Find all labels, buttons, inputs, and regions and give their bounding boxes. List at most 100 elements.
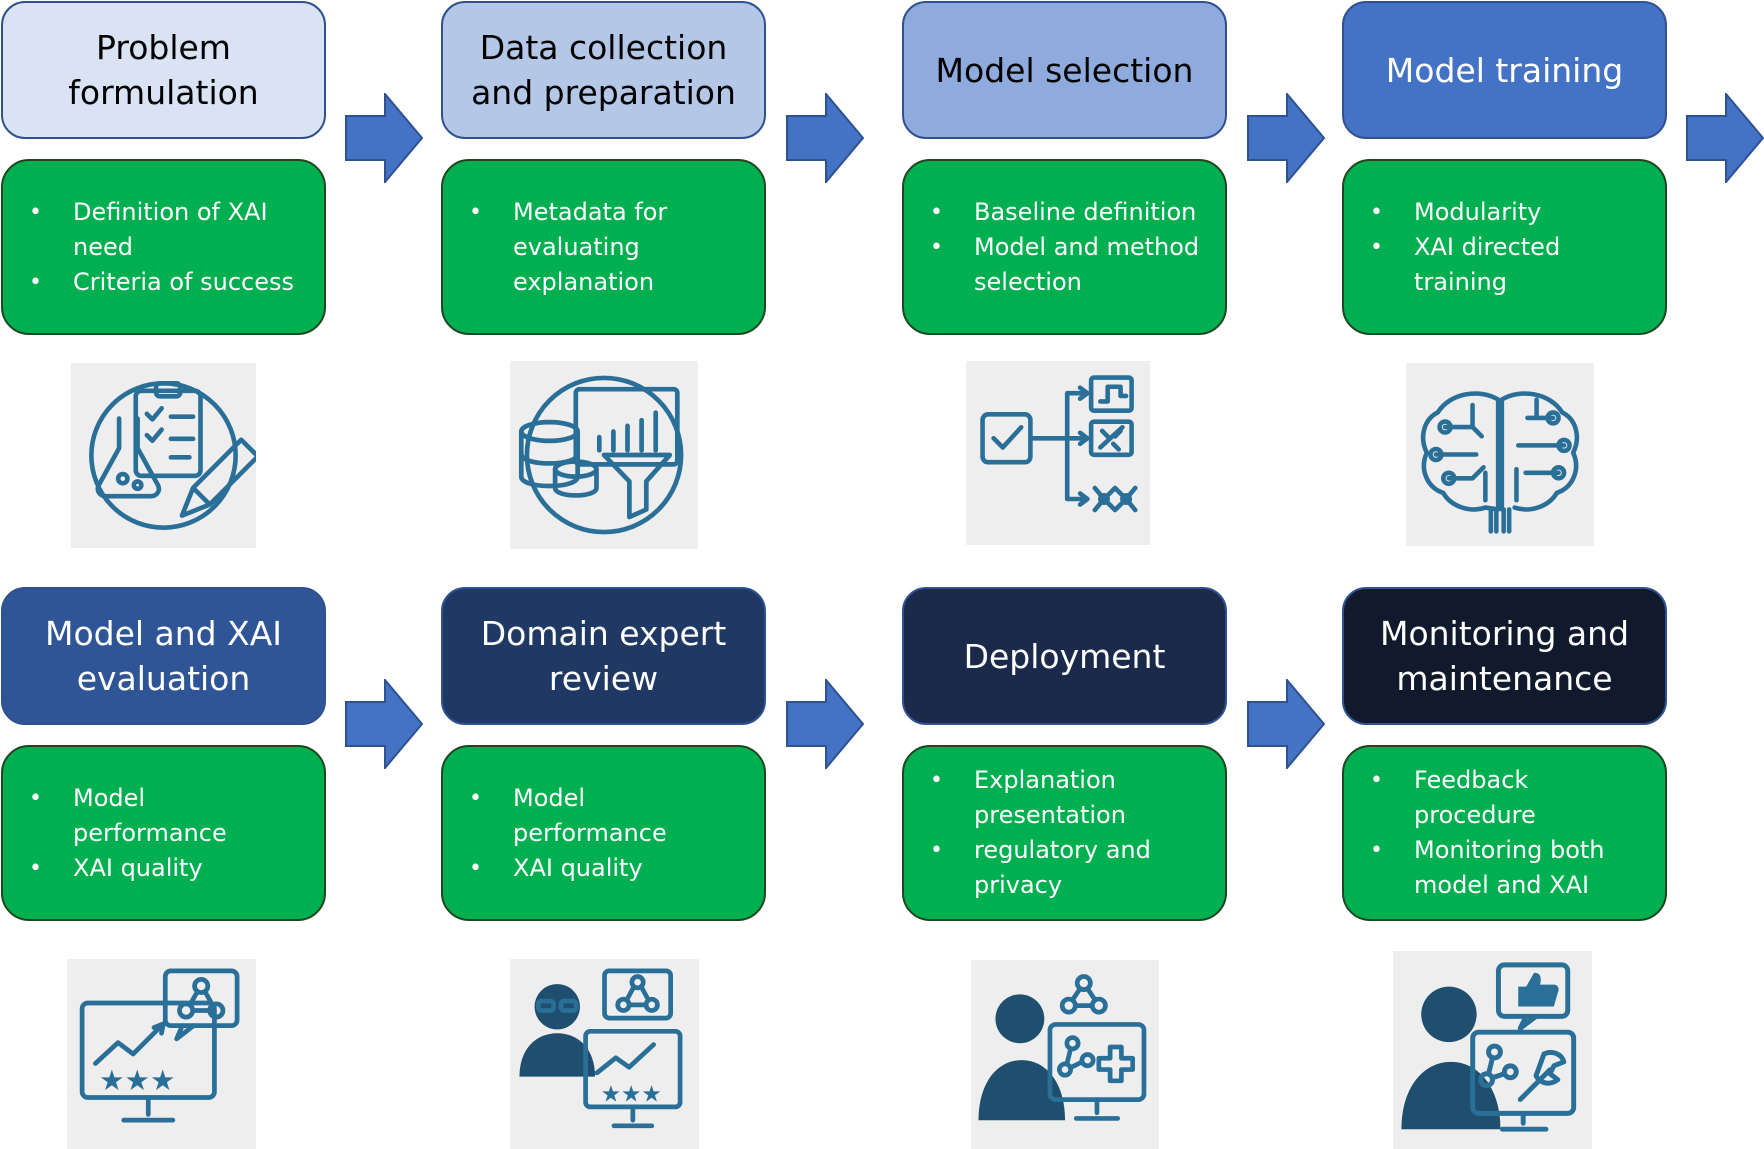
stage-title-line: Model training — [1385, 50, 1624, 90]
bullet-line: regulatory and — [974, 836, 1151, 864]
stage-title-text: Monitoring and maintenance — [1380, 611, 1629, 701]
stage-title-line: formulation — [68, 73, 259, 112]
bullet-text: Monitoring both model and XAI — [1414, 833, 1645, 903]
bullet-line: presentation — [974, 801, 1126, 829]
bullet-line: Modularity — [1414, 197, 1542, 226]
bullet-item: • Monitoring both model and XAI — [1370, 833, 1645, 903]
stage-title-line: Data collection — [479, 28, 728, 67]
stage-bullets-7: • Explanation presentation• regulatory and p… — [902, 745, 1227, 921]
bullet-text: regulatory and privacy — [974, 833, 1205, 903]
stage-title-line: and preparation — [471, 73, 736, 112]
bullet-line: evaluating — [513, 232, 640, 261]
bullet-item: • Feedback procedure — [1370, 763, 1645, 833]
stage-title-7: Deployment — [902, 587, 1227, 725]
expert-reviewing-monitor-icon: ★★★ — [510, 959, 699, 1149]
bullet-dot: • — [930, 234, 943, 260]
bullet-dot: • — [29, 199, 42, 225]
bullet-dot: • — [930, 768, 943, 793]
bullet-line: privacy — [974, 871, 1063, 899]
bullet-item: • Explanation presentation — [930, 763, 1205, 833]
stage-title-2: Data collection and preparation — [441, 1, 766, 139]
bullet-item: • Criteria of success — [29, 265, 304, 300]
circuit-brain-icon — [1406, 363, 1594, 546]
stage-title-1: Problem formulation — [1, 1, 326, 139]
stage-title-line: evaluation — [76, 659, 251, 698]
stage-title-text: Model and XAI evaluation — [45, 611, 282, 701]
bullet-line: Monitoring both — [1414, 836, 1605, 864]
bullet-line: Criteria of success — [73, 267, 294, 296]
svg-text:★★★: ★★★ — [99, 1064, 175, 1097]
stage-title-line: Monitoring and — [1379, 614, 1630, 653]
stage-title-text: Data collection and preparation — [471, 25, 736, 115]
bullet-line: Model — [73, 783, 146, 812]
bullet-line: training — [1414, 267, 1507, 296]
bullet-dot: • — [930, 199, 943, 225]
bullet-dot: • — [469, 855, 482, 881]
bullet-line: procedure — [1414, 801, 1536, 829]
bullet-line: Model — [513, 783, 586, 812]
stage-title-line: Model and XAI — [44, 614, 283, 653]
stage-title-text: Model selection — [936, 48, 1194, 93]
bullet-line: explanation — [513, 267, 655, 296]
stage-title-4: Model training — [1342, 1, 1667, 139]
bullet-line: Definition of XAI — [73, 197, 268, 226]
bullet-text: Model performance — [513, 781, 744, 851]
bullet-item: • XAI quality — [469, 851, 744, 886]
stage-title-text: Problem formulation — [68, 25, 258, 115]
bullet-line: Baseline definition — [974, 197, 1197, 226]
stage-title-5: Model and XAI evaluation — [1, 587, 326, 725]
clipboard-flask-pencil-icon — [71, 363, 256, 548]
bullet-item: • Metadata for evaluating explanation — [469, 195, 744, 300]
stage-title-8: Monitoring and maintenance — [1342, 587, 1667, 725]
bullet-line: model and XAI — [1414, 871, 1590, 899]
checkbox-branching-options-icon — [966, 361, 1150, 545]
bullet-item: • Model performance — [29, 781, 304, 851]
bullet-dot: • — [29, 785, 42, 811]
person-thumbs-up-wrench-icon — [1393, 951, 1592, 1149]
bullet-dot: • — [1370, 838, 1383, 863]
bullet-text: Modularity — [1414, 195, 1645, 230]
bullet-dot: • — [1370, 199, 1383, 225]
database-chart-filter-icon — [510, 361, 698, 549]
bullet-line: Feedback — [1414, 766, 1529, 794]
monitor-rating-graph-icon: ★★★ — [67, 959, 256, 1149]
bullet-item: •XAI quality — [29, 851, 304, 886]
flow-arrow-icon — [345, 91, 424, 185]
bullet-line: performance — [73, 818, 227, 847]
bullet-line: XAI quality — [513, 853, 643, 882]
stage-bullets-5: • Model performance •XAI quality — [1, 745, 326, 921]
flow-arrow-icon — [1247, 677, 1326, 771]
bullet-dot: • — [29, 269, 42, 295]
stage-title-line: maintenance — [1396, 659, 1613, 698]
bullet-text: Explanation presentation — [974, 763, 1205, 833]
bullet-line: Metadata for — [513, 197, 668, 226]
flow-arrow-icon — [786, 91, 865, 185]
flow-arrow-icon — [1686, 91, 1764, 185]
bullet-line: XAI directed — [1414, 232, 1561, 261]
bullet-line: performance — [513, 818, 667, 847]
bullet-dot: • — [469, 199, 482, 225]
stage-title-line: Problem — [96, 28, 231, 67]
bullet-text: XAI directed training — [1414, 230, 1645, 300]
bullet-text: Feedback procedure — [1414, 763, 1645, 833]
stage-bullets-2: • Metadata for evaluating explanation — [441, 159, 766, 335]
bullet-text: Baseline definition — [974, 195, 1205, 230]
stage-bullets-8: • Feedback procedure • Monitoring both model … — [1342, 745, 1667, 921]
bullet-line: Explanation — [974, 766, 1116, 794]
bullet-line: need — [73, 232, 133, 261]
bullet-text: Criteria of success — [73, 265, 304, 300]
bullet-line: selection — [974, 267, 1082, 296]
stage-bullets-1: • Definition of XAI need • Criteria of succe… — [1, 159, 326, 335]
bullet-dot: • — [1370, 768, 1383, 793]
bullet-text: XAI quality — [513, 851, 744, 886]
